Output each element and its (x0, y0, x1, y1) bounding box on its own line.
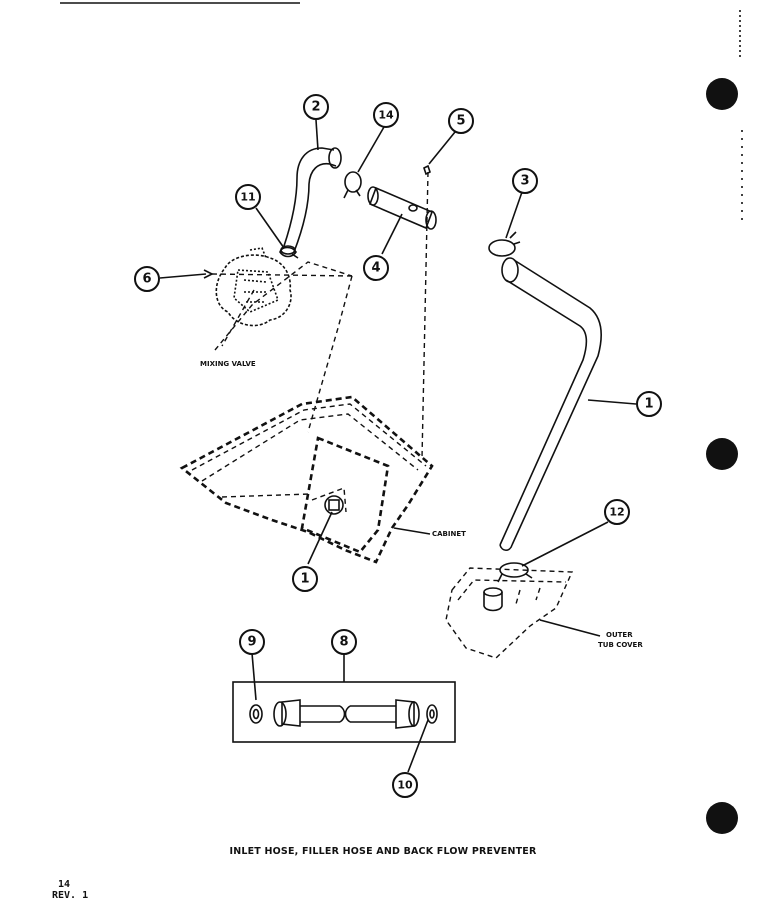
svg-text:12: 12 (609, 506, 624, 519)
part-8-inlet-hose (273, 699, 420, 729)
callout-5: 5 (448, 108, 474, 134)
part-4-back-flow-preventer (367, 186, 437, 230)
part-14-clamp (343, 171, 362, 199)
part-3-clamp (488, 231, 521, 257)
callout-9: 9 (239, 629, 265, 655)
mixing-valve-label: MIXING VALVE (200, 360, 256, 368)
scan-edge-marks (60, 2, 743, 220)
svg-text:8: 8 (339, 635, 348, 650)
part-12-clamp (497, 562, 533, 583)
callout-6: 6 (134, 266, 160, 292)
part-4-leader (381, 213, 403, 255)
callout-2: 2 (303, 94, 329, 120)
binder-hole-top (706, 78, 738, 110)
part-2-leader (315, 119, 319, 151)
svg-text:9: 9 (247, 635, 256, 650)
svg-text:10: 10 (397, 779, 413, 792)
svg-text:6: 6 (142, 272, 151, 287)
binder-hole-bottom (706, 802, 738, 834)
revision-label: REV. 1 (52, 890, 89, 901)
callout-4: 4 (363, 255, 389, 281)
svg-text:2: 2 (311, 100, 320, 115)
part-12-leader (521, 521, 609, 567)
svg-text:11: 11 (240, 191, 255, 204)
part-9-washer (249, 704, 263, 724)
valve-to-cabinet-guide (211, 273, 353, 277)
callout-1-filler-hose: 1 (636, 391, 662, 417)
outer-tub-cover (445, 567, 574, 659)
part-10-back-flow-washer (426, 704, 438, 724)
svg-text:3: 3 (520, 174, 529, 189)
callout-10: 10 (392, 772, 418, 798)
cabinet-leader (393, 527, 431, 535)
callout-1-cabinet: 1 (292, 566, 318, 592)
svg-text:14: 14 (378, 109, 394, 122)
mixing-valve (215, 247, 292, 327)
binder-hole-middle (706, 438, 738, 470)
part-1-filler-hose (499, 257, 603, 552)
part-6-screw (159, 269, 214, 279)
callout-8: 8 (331, 629, 357, 655)
callout-3: 3 (512, 168, 538, 194)
svg-text:1: 1 (644, 397, 653, 412)
cabinet-label: CABINET (432, 530, 466, 538)
callout-14: 14 (373, 102, 399, 128)
callout-12: 12 (604, 499, 630, 525)
svg-text:5: 5 (456, 114, 465, 129)
callout-11: 11 (235, 184, 261, 210)
svg-text:4: 4 (371, 261, 380, 276)
page-number: 14 (58, 879, 71, 890)
outer-tub-cover-label-line-1: OUTER (606, 631, 633, 639)
cabinet-inlet-fitting (324, 495, 344, 515)
svg-text:1: 1 (300, 572, 309, 587)
part-8-inlet-hose-box (232, 652, 456, 773)
part-14-leader (357, 126, 385, 173)
outer-tub-cover-label-line-2: TUB COVER (598, 641, 643, 649)
outer-tub-cover-leader (539, 619, 601, 637)
part-1-leader (587, 399, 637, 405)
part-3-leader (505, 191, 523, 239)
part-11-leader (255, 207, 285, 249)
part-5-leader (428, 131, 456, 165)
cabinet-outline (179, 261, 434, 564)
figure-caption: INLET HOSE, FILLER HOSE AND BACK FLOW PR… (229, 846, 537, 857)
part-2-hose (280, 147, 342, 255)
part-5-screw (421, 164, 431, 459)
part-7-leader (307, 511, 333, 565)
